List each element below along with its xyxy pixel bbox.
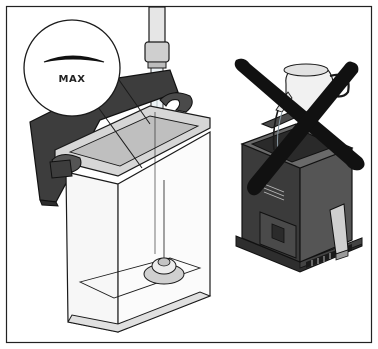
water-tank-group: MAX xyxy=(24,7,210,332)
max-label: MAX xyxy=(59,74,86,85)
coffee-machine-group xyxy=(235,59,365,272)
faucet xyxy=(145,7,169,68)
